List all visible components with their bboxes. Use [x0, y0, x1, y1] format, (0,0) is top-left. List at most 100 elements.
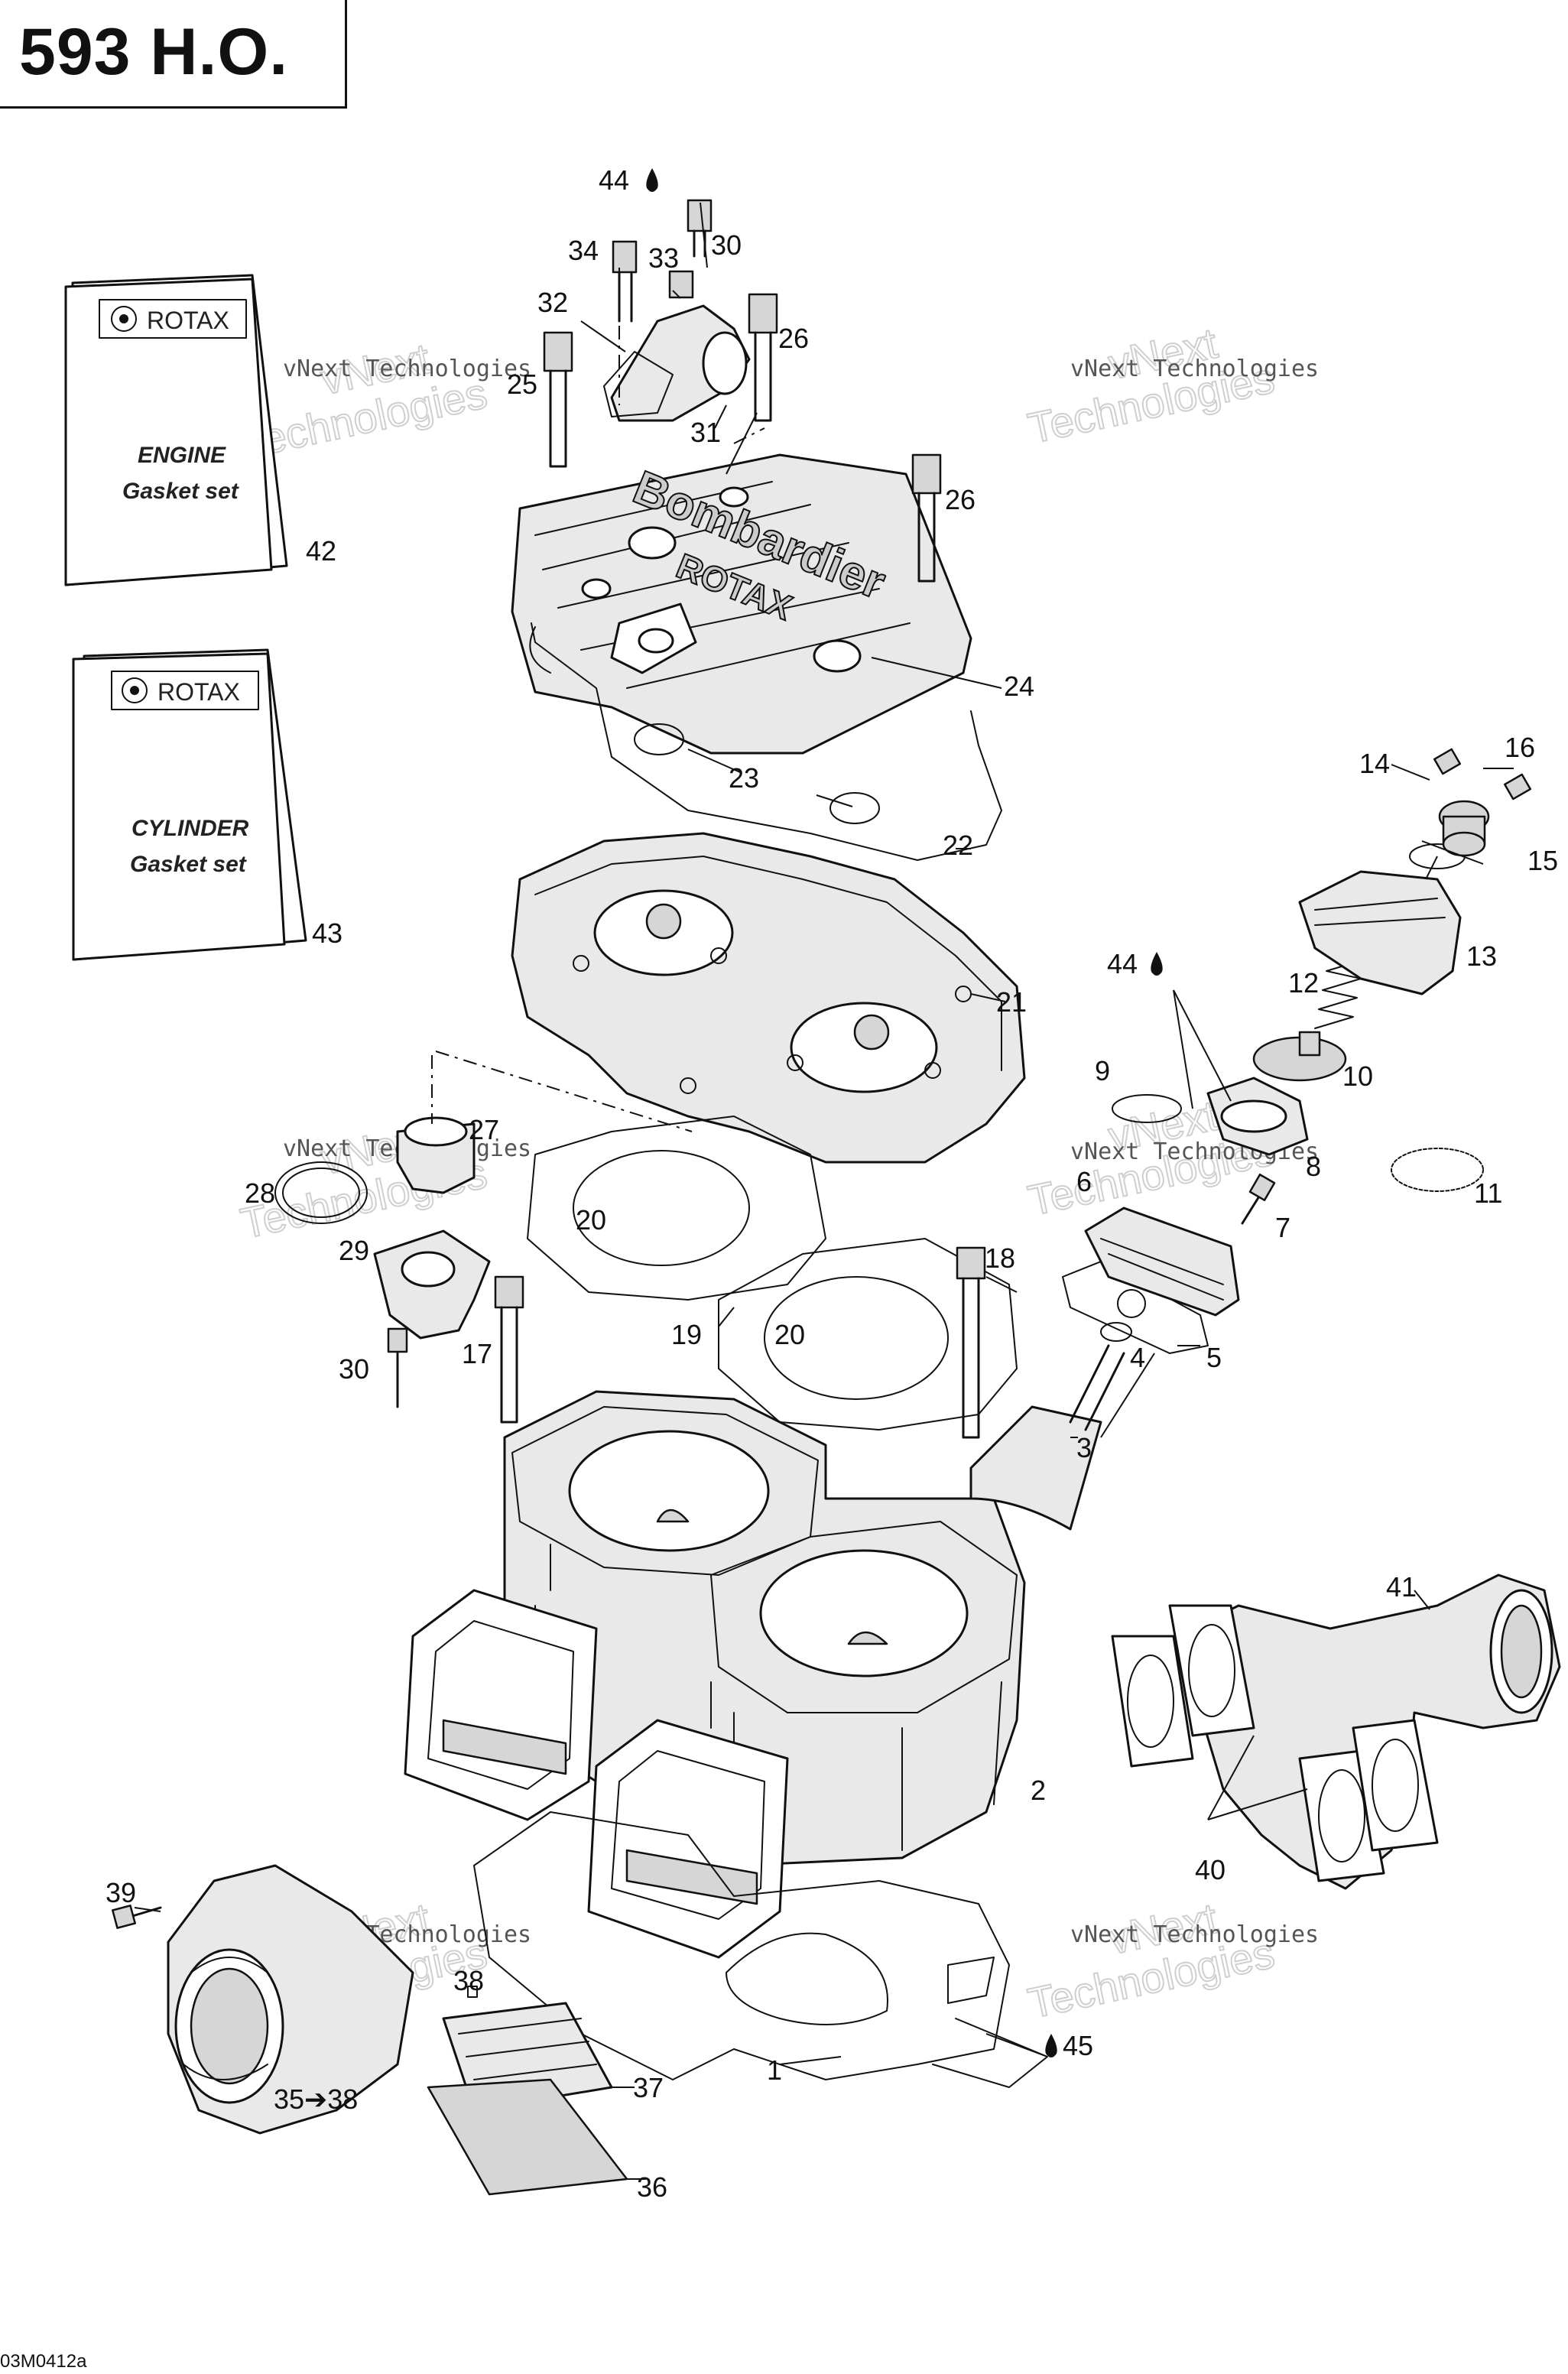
engine-booklet-line2: Gasket set [122, 479, 240, 504]
watermark-text-1: vNext Technologies [283, 356, 531, 382]
screw-16b [1503, 773, 1532, 801]
page-title: 593 H.O. [19, 15, 289, 89]
reed-petal-36 [427, 2078, 628, 2196]
sealant-drop-icon-44a [646, 168, 658, 192]
screw-7 [1241, 1173, 1276, 1225]
callout-42: 42 [306, 535, 336, 567]
callout-7: 7 [1275, 1212, 1290, 1243]
cylinder-block [503, 1390, 1026, 1867]
o-ring-23a [634, 723, 684, 755]
title-box: 593 H.O. [0, 0, 347, 109]
callout-28: 28 [245, 1177, 275, 1209]
callout-3: 3 [1076, 1432, 1092, 1463]
callout-33: 33 [648, 242, 679, 274]
screw-30a [687, 199, 713, 258]
ring-11 [1391, 1148, 1484, 1192]
piston-10 [1252, 1031, 1347, 1082]
callout-44a: 44 [599, 164, 629, 196]
screw-25 [543, 331, 573, 468]
screw-30b [387, 1327, 408, 1408]
callout-31: 31 [690, 417, 721, 448]
callout-37: 37 [633, 2072, 664, 2103]
leader-lines [134, 202, 1514, 2180]
callout-1: 1 [767, 2054, 782, 2086]
callout-26b: 26 [945, 484, 976, 515]
engine-booklet-brand: ROTAX [147, 307, 229, 334]
engine-booklet-line1: ENGINE [138, 443, 226, 468]
head-gasket-22 [529, 622, 1002, 861]
base-gasket [473, 1811, 1048, 2088]
screw-38 [467, 1986, 478, 1998]
callout-15: 15 [1527, 845, 1558, 876]
screw-26a [748, 293, 778, 422]
callout-36: 36 [637, 2171, 667, 2203]
callout-24: 24 [1004, 671, 1034, 702]
callout-43: 43 [312, 917, 342, 949]
cylinder-head-gasket-20b [718, 1238, 1018, 1431]
valve-housing-6 [1084, 1206, 1240, 1317]
cylinder-gasket-set-booklet: ROTAX CYLINDER Gasket set [72, 648, 307, 961]
callout-45: 45 [1063, 2030, 1093, 2061]
o-ring-23b [829, 792, 880, 824]
screw-34 [612, 240, 638, 323]
callout-29: 29 [339, 1235, 369, 1266]
callout-20b: 20 [774, 1319, 805, 1350]
callout-35-38: 35➔38 [274, 2083, 358, 2115]
callout-labels: 1 2 3 4 5 6 7 8 9 10 11 12 13 14 15 16 1… [106, 164, 1558, 2203]
cylinder-booklet-line2: Gasket set [130, 852, 248, 877]
callout-41: 41 [1386, 1571, 1417, 1603]
cap-15 [1438, 800, 1490, 857]
screw-16a [1433, 748, 1462, 775]
watermark-text-6: vNext Technologies [1070, 1921, 1319, 1948]
callout-39: 39 [106, 1877, 136, 1908]
callout-11: 11 [1474, 1177, 1502, 1209]
callout-32: 32 [537, 287, 568, 318]
callout-38: 38 [453, 1965, 484, 1996]
callout-22: 22 [943, 830, 973, 861]
callout-21: 21 [996, 986, 1027, 1018]
cylinder-booklet-brand: ROTAX [157, 678, 240, 706]
sealant-drop-icon-45 [1045, 2034, 1057, 2057]
callout-30a: 30 [711, 229, 742, 261]
callout-18: 18 [985, 1242, 1015, 1274]
cylinder-head-cover: Bombardier ROTAX [511, 453, 972, 755]
thermostat-cover-29 [373, 1229, 491, 1340]
cylinder-head-gasket-20a [527, 1116, 826, 1301]
document-code: 03M0412a [0, 2351, 87, 2372]
screw-26b [911, 453, 942, 583]
callout-20a: 20 [576, 1204, 606, 1236]
callout-6: 6 [1076, 1166, 1092, 1197]
stud-18 [956, 1246, 986, 1439]
callout-34: 34 [568, 235, 599, 266]
callout-12: 12 [1288, 967, 1319, 999]
callout-14: 14 [1359, 748, 1390, 779]
exhaust-gasket-40d [1352, 1719, 1439, 1852]
reed-block-right [587, 1719, 789, 1959]
callout-30b: 30 [339, 1353, 369, 1385]
ring-9 [1112, 1094, 1182, 1123]
screw-39 [112, 1905, 162, 1929]
cylinder-booklet-line1: CYLINDER [131, 816, 249, 841]
callout-26a: 26 [778, 323, 809, 354]
water-outlet-31 [603, 304, 751, 422]
cover-8 [1206, 1077, 1309, 1156]
watermark-text-2: vNext Technologies [1070, 356, 1319, 382]
callout-19: 19 [671, 1319, 702, 1350]
callout-8: 8 [1306, 1151, 1321, 1182]
callout-5: 5 [1206, 1342, 1222, 1373]
callout-17: 17 [462, 1338, 492, 1369]
o-ring-4 [1100, 1322, 1132, 1342]
callout-10: 10 [1342, 1060, 1373, 1092]
callout-23: 23 [729, 762, 759, 794]
exhaust-gasket-40b [1168, 1604, 1255, 1737]
exhaust-valve-3 [969, 1344, 1125, 1531]
callout-2: 2 [1031, 1775, 1046, 1806]
callout-27: 27 [469, 1114, 499, 1145]
fitting-33 [668, 270, 694, 299]
exhaust-gasket-40a [1111, 1635, 1194, 1768]
callout-9: 9 [1095, 1055, 1110, 1086]
callout-25: 25 [507, 369, 537, 400]
callout-40: 40 [1195, 1854, 1226, 1885]
sealant-drop-icons [646, 168, 1163, 2057]
